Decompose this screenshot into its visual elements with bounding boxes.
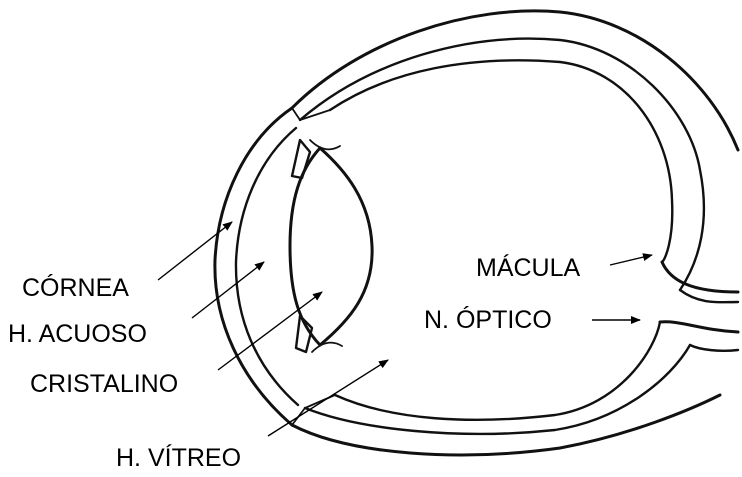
label-lens: CRISTALINO — [30, 370, 178, 398]
ciliary-lower — [312, 343, 342, 352]
choroid-line — [300, 39, 704, 290]
cornea-leader — [158, 222, 232, 280]
lens-leader — [218, 292, 322, 370]
label-aqueous: H. ACUOSO — [8, 320, 147, 348]
macula-leader — [610, 255, 652, 265]
label-vitreous: H. VÍTREO — [116, 443, 241, 472]
label-macula: MÁCULA — [476, 253, 581, 282]
aqueous-leader — [192, 262, 264, 318]
lens-shape — [290, 148, 372, 345]
optic-nerve-upper — [662, 262, 738, 292]
optic-nerve-sheath-lower — [690, 345, 738, 351]
retina-lower-line — [335, 322, 660, 420]
optic-nerve-lower — [660, 322, 738, 332]
label-optic-nerve: N. ÓPTICO — [424, 305, 552, 334]
retina-line — [330, 60, 672, 262]
cornea-outer-line — [215, 108, 292, 425]
iris-upper — [292, 140, 310, 178]
ciliary-upper — [310, 140, 340, 149]
cornea-inner-line — [236, 128, 298, 405]
label-cornea: CÓRNEA — [22, 273, 129, 302]
